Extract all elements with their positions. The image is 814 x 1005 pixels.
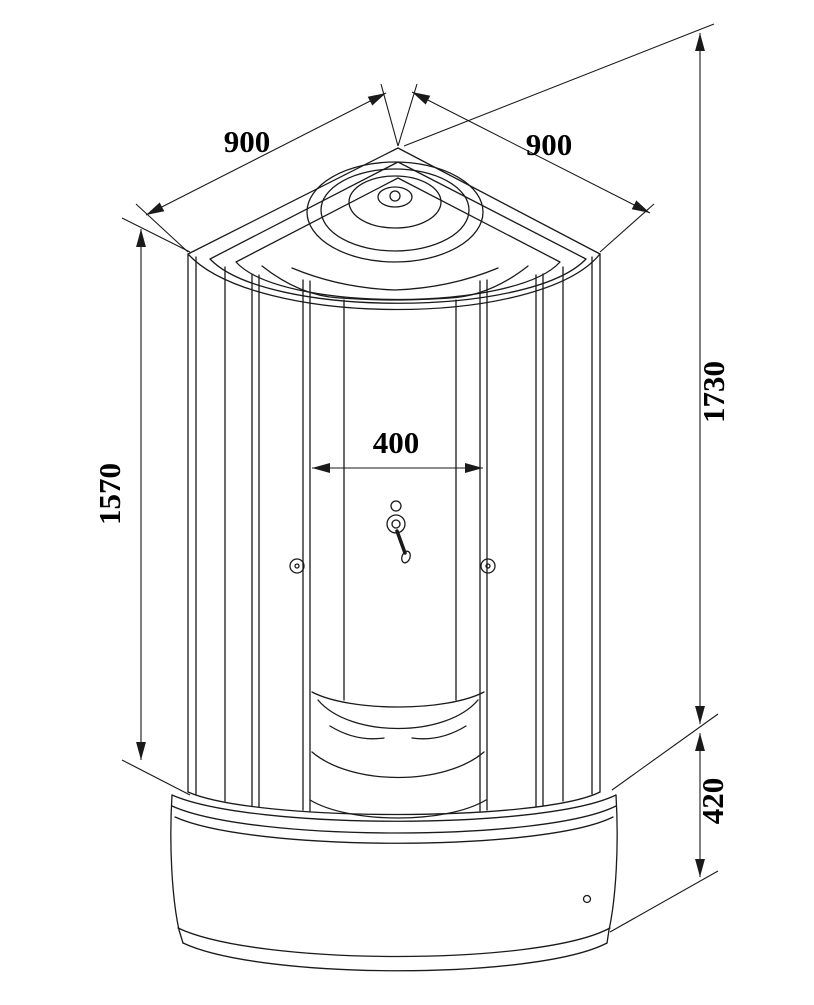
dimension-900-left: [135, 83, 399, 253]
seat-front-edge: [317, 699, 479, 730]
dimensions: [121, 23, 719, 933]
right-door-handle-icon: [480, 558, 496, 574]
faucet-diverter: [390, 500, 402, 512]
seat-base-edge: [311, 751, 485, 779]
tray-floor-curve: [309, 799, 487, 819]
dimension-420: [609, 733, 719, 933]
dimension-line-900-left: [145, 92, 387, 216]
seat: [309, 691, 487, 819]
tray-rim-1: [171, 794, 617, 822]
tray-side-right: [606, 794, 618, 944]
seat-scallop-right: [411, 725, 467, 740]
label-400: 400: [373, 425, 420, 460]
right-door-handle-center: [485, 563, 491, 569]
shower-tray: [170, 794, 618, 972]
dimension-line-900-right: [411, 91, 651, 214]
roof-inner-contour-1: [209, 161, 587, 304]
dimension-labels: 900 900 1730 1570 420 400: [92, 124, 731, 824]
tray-rim-2: [171, 805, 617, 834]
faucet: [386, 500, 411, 564]
witness-900-left-outer: [135, 203, 189, 253]
left-door-handle-icon: [289, 558, 305, 574]
cabin-body: [187, 253, 601, 816]
witness-1570-bottom: [121, 759, 191, 796]
roof-outer-edge: [187, 147, 601, 311]
left-door-handle-center: [294, 563, 300, 569]
roof-rib-2: [291, 267, 499, 291]
tray-side-left: [170, 794, 184, 944]
faucet-body-inner: [391, 519, 401, 529]
faucet-lever: [395, 529, 407, 555]
dome-knob: [389, 190, 401, 202]
label-900-right: 900: [526, 127, 573, 162]
tray-skirt-lower: [177, 927, 611, 958]
tray-rim-3: [174, 816, 614, 844]
seat-scallop-left: [329, 725, 385, 740]
roof: [187, 147, 601, 311]
door-handles: [289, 558, 496, 574]
label-1730: 1730: [696, 361, 731, 423]
witness-1570-top: [121, 217, 191, 253]
witness-420-bottom: [609, 870, 719, 933]
dome-ring-middle: [320, 168, 470, 252]
body-bottom-curve: [187, 791, 601, 816]
seat-top-edge: [311, 691, 485, 708]
label-1570: 1570: [92, 463, 127, 525]
dimension-900-right: [397, 83, 655, 253]
witness-1730-bottom: [611, 713, 719, 791]
dome-body: [348, 175, 442, 229]
dimension-1570: [121, 217, 191, 796]
label-420: 420: [695, 778, 730, 825]
faucet-lever-knob: [401, 550, 411, 564]
witness-900-left-inner: [380, 83, 399, 147]
label-900-left: 900: [224, 124, 271, 159]
cabin-artwork: [170, 147, 618, 972]
tray-bottom-edge: [182, 942, 608, 972]
roof-rib-1: [261, 265, 529, 301]
tray-drain-mark: [582, 894, 592, 904]
dome-cap: [377, 186, 413, 208]
